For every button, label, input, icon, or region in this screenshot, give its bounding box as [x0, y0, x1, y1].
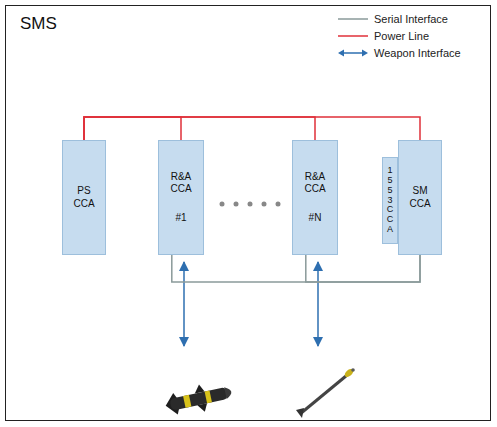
card-label: 1553 CCA	[386, 166, 395, 235]
power-line	[84, 117, 420, 140]
box-content: PS CCA	[63, 141, 105, 254]
card-label: R&A CCA	[162, 171, 200, 196]
legend-label: Weapon Interface	[374, 47, 461, 59]
card-label: PS CCA	[66, 185, 102, 210]
legend-label: Power Line	[374, 30, 429, 42]
box-content: R&A CCA #1	[159, 141, 203, 254]
card-number: #N	[309, 212, 322, 225]
release-arm-card: R&A CCA #1	[158, 140, 204, 255]
box-content: SM CCA	[399, 141, 441, 254]
weapon-interface-arrow	[183, 262, 185, 346]
weapon-interface-arrow	[317, 262, 319, 346]
legend-sample	[338, 13, 368, 25]
card-label: SM CCA	[402, 185, 438, 210]
guided-rocket-icon	[296, 367, 355, 418]
release-arm-card: R&A CCA #N	[292, 140, 338, 255]
legend-row: Weapon Interface	[338, 45, 461, 61]
serial-line	[306, 255, 420, 282]
card-number: #1	[175, 212, 186, 225]
legend-sample	[338, 47, 368, 59]
box-content: 1553 CCA	[383, 158, 397, 243]
card-label: R&A CCA	[296, 171, 334, 196]
power-line	[84, 117, 315, 140]
box-content: R&A CCA #N	[293, 141, 337, 254]
legend-row: Serial Interface	[338, 11, 448, 27]
ellipsis-dots	[220, 202, 281, 207]
bus-interface-card: 1553 CCA	[382, 157, 398, 244]
power-supply-card: PS CCA	[62, 140, 106, 255]
diagram-title: SMS	[20, 14, 57, 34]
power-line	[84, 117, 181, 140]
stores-management-card: SM CCA	[398, 140, 442, 255]
serial-line	[172, 255, 420, 282]
legend-row: Power Line	[338, 28, 429, 44]
legend-sample	[338, 30, 368, 42]
missile-icon	[163, 378, 234, 419]
legend-label: Serial Interface	[374, 13, 448, 25]
